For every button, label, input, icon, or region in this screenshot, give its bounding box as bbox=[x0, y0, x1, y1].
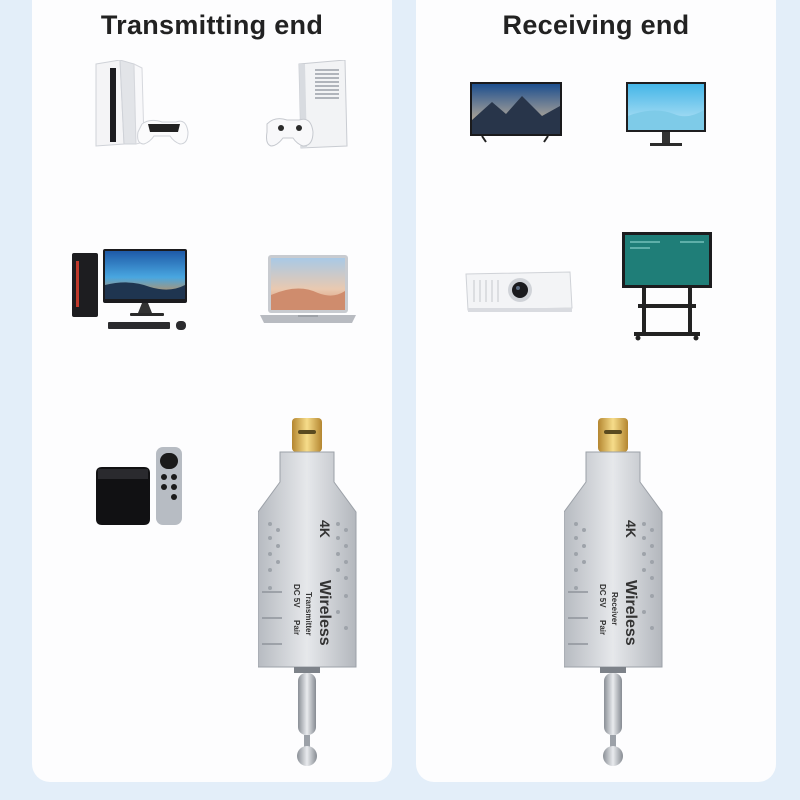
desktop-pc-icon bbox=[70, 245, 195, 335]
wireless-receiver-dongle: 4K Wireless Receiver DC 5V Pair bbox=[563, 412, 664, 792]
dongle-title: Wireless bbox=[316, 580, 333, 646]
transmitting-end-heading: Transmitting end bbox=[100, 10, 324, 40]
dc-5v-label: DC 5V bbox=[292, 584, 301, 608]
dongle-subtitle: Transmitter bbox=[304, 592, 313, 636]
receiving-end-panel: Receiving end bbox=[416, 0, 776, 782]
transmitting-end-panel: Transmitting end bbox=[32, 0, 392, 782]
pair-label: Pair bbox=[598, 620, 607, 635]
ps5-console-icon bbox=[90, 60, 190, 152]
laptop-icon bbox=[258, 253, 358, 327]
dongle-title: Wireless bbox=[622, 580, 639, 646]
dc-5v-label: DC 5V bbox=[598, 584, 607, 608]
wireless-transmitter-dongle: 4K Wireless Transmitter DC 5V Pair bbox=[257, 412, 358, 792]
dongle-badge: 4K bbox=[623, 520, 639, 538]
dongle-badge: 4K bbox=[317, 520, 333, 538]
monitor-icon bbox=[624, 80, 708, 150]
television-icon bbox=[468, 80, 564, 144]
receiving-end-heading: Receiving end bbox=[502, 10, 690, 40]
display-stand-icon bbox=[620, 230, 714, 342]
projector-icon bbox=[462, 268, 574, 316]
apple-tv-icon bbox=[94, 443, 194, 533]
xbox-series-s-icon bbox=[265, 60, 355, 152]
dongle-subtitle: Receiver bbox=[610, 592, 619, 625]
pair-label: Pair bbox=[292, 620, 301, 635]
